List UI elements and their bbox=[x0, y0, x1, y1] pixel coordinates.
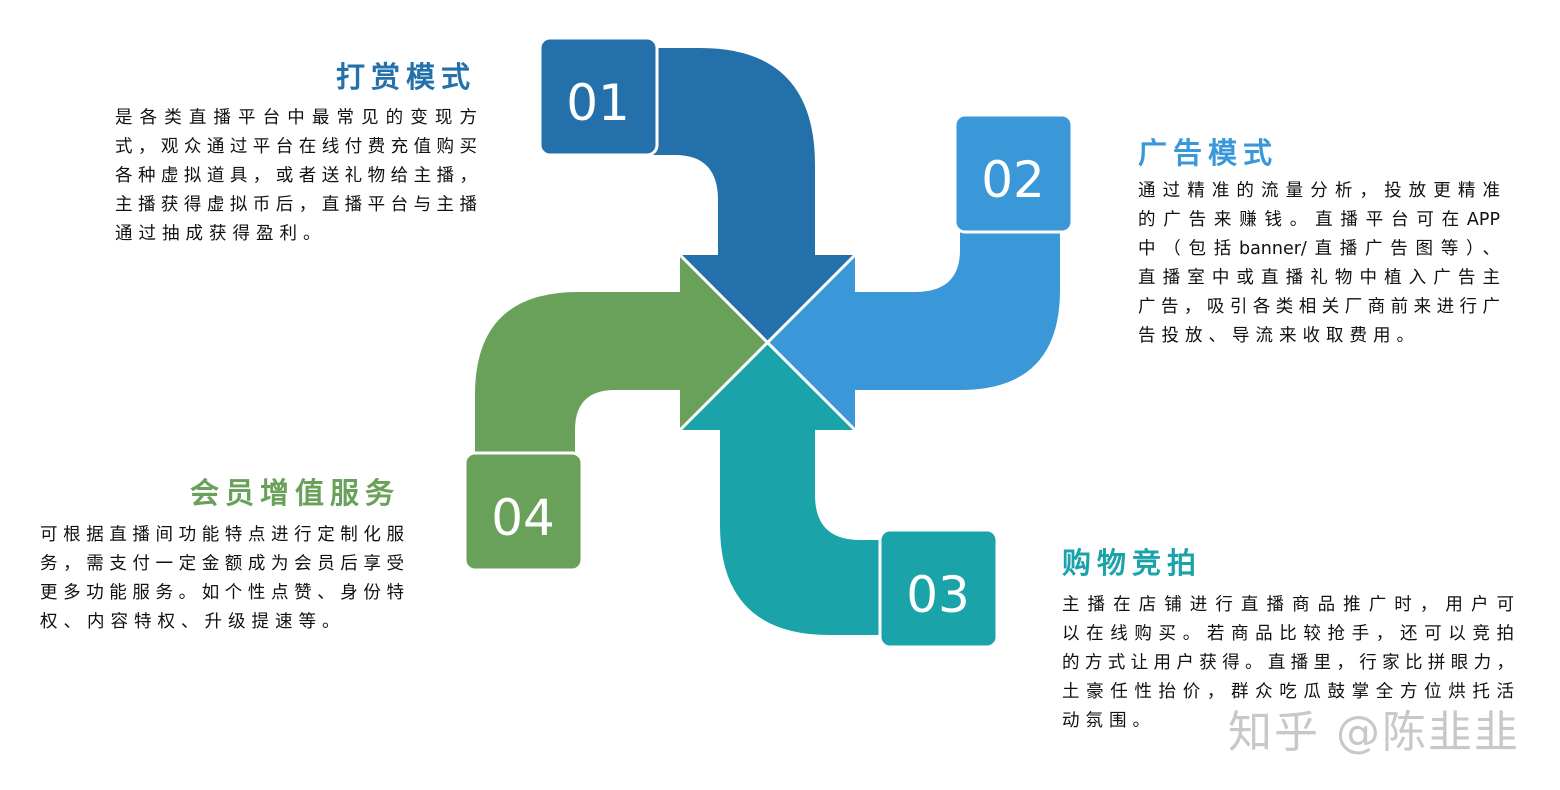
arrow-03 bbox=[680, 342, 895, 635]
step-04-box bbox=[463, 451, 584, 572]
text-line: 主播获得虚拟币后，直播平台与主播 bbox=[115, 195, 477, 215]
step-01-number: 01 bbox=[566, 74, 630, 132]
watermark: 知乎 @陈韭韭 bbox=[1228, 707, 1520, 758]
step-02-box bbox=[953, 113, 1074, 234]
step-02-description: 通过精准的流量分析，投放更精准 的广告来赚钱。直播平台可在APP 中（包括ban… bbox=[1138, 177, 1500, 351]
text-line: 的广告来赚钱。直播平台可在APP bbox=[1138, 210, 1500, 230]
text-line: 直播室中或直播礼物中植入广告主 bbox=[1138, 268, 1500, 288]
step-04-number: 04 bbox=[491, 489, 555, 547]
step-03-title: 购物竞拍 bbox=[1062, 546, 1203, 580]
step-03-description: 主播在店铺进行直播商品推广时，用户可 以在线购买。若商品比较抢手，还可以竞拍 的… bbox=[1062, 591, 1514, 736]
center-separators bbox=[678, 253, 857, 432]
text-line: 可根据直播间功能特点进行定制化服 bbox=[40, 525, 404, 545]
text-line: 告投放、导流来收取费用。 bbox=[1138, 326, 1420, 346]
step-04-title: 会员增值服务 bbox=[189, 476, 400, 510]
text-line: 是各类直播平台中最常见的变现方 bbox=[115, 108, 477, 128]
text-line: 动氛围。 bbox=[1062, 711, 1156, 731]
step-01-description: 是各类直播平台中最常见的变现方 式，观众通过平台在线付费充值购买 各种虚拟道具，… bbox=[115, 104, 477, 249]
text-line: 中（包括banner/直播广告图等）、 bbox=[1138, 239, 1500, 259]
step-01-title: 打赏模式 bbox=[335, 60, 476, 94]
step-02-title: 广告模式 bbox=[1138, 136, 1279, 170]
step-01-box bbox=[538, 36, 659, 157]
text-line: 权、内容特权、升级提速等。 bbox=[40, 612, 346, 632]
text-line: 广告，吸引各类相关厂商前来进行广 bbox=[1138, 297, 1500, 317]
step-04-description: 可根据直播间功能特点进行定制化服 务，需支付一定金额成为会员后享受 更多功能服务… bbox=[40, 521, 404, 637]
step-02-number: 02 bbox=[981, 151, 1045, 209]
step-03-number: 03 bbox=[906, 566, 970, 624]
arrow-02 bbox=[768, 220, 1060, 430]
arrow-04 bbox=[475, 255, 768, 465]
text-line: 更多功能服务。如个性点赞、身份特 bbox=[40, 583, 404, 603]
step-03-box bbox=[878, 528, 999, 649]
text-line: 土豪任性抬价，群众吃瓜鼓掌全方位烘托活 bbox=[1062, 682, 1514, 702]
text-line: 的方式让用户获得。直播里，行家比拼眼力， bbox=[1062, 653, 1514, 673]
text-line: 以在线购买。若商品比较抢手，还可以竞拍 bbox=[1062, 624, 1514, 644]
text-line: 通过抽成获得盈利。 bbox=[115, 224, 327, 244]
text-line: 各种虚拟道具，或者送礼物给主播， bbox=[115, 166, 477, 186]
text-line: 务，需支付一定金额成为会员后享受 bbox=[40, 554, 404, 574]
text-line: 主播在店铺进行直播商品推广时，用户可 bbox=[1062, 595, 1514, 615]
text-line: 式，观众通过平台在线付费充值购买 bbox=[115, 137, 477, 157]
text-line: 通过精准的流量分析，投放更精准 bbox=[1138, 181, 1500, 201]
